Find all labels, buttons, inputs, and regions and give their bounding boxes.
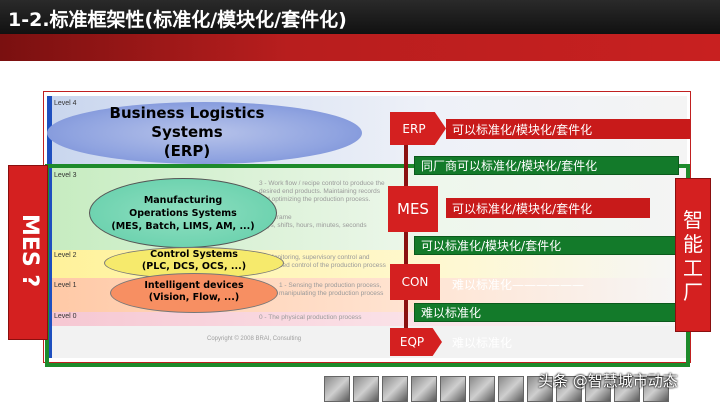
mes-scope-frame [45,164,690,367]
con-statement: 难以标准化—————— [452,278,585,292]
erp-ellipse [47,102,362,164]
erp-tag: ERP [390,112,446,145]
smart-factory-label: 智能工厂 [683,208,703,304]
level-3-label: Level 3 [54,172,77,179]
erp-ellipse-text: Business Logistics Systems (ERP) [109,104,265,160]
equipment-thumbnail [353,376,379,402]
mes-tag: MES [388,186,438,232]
device-statement: 难以标准化 [414,303,679,322]
con-eqp-connector [404,300,408,328]
equipment-thumbnail-strip [324,376,669,402]
level-1-label: Level 1 [54,282,77,289]
intelligent-devices-ellipse [110,273,278,313]
mes-ellipse [89,178,277,248]
control-statement: 可以标准化/模块化/套件化 [414,236,679,255]
mes-question-label: MES ? [17,214,42,288]
con-tag: CON [390,264,440,300]
mes-con-connector [404,232,408,264]
equipment-thumbnail [614,376,640,402]
equipment-thumbnail [643,376,669,402]
watermark: 头条 @智慧城市动态 [538,372,678,390]
equipment-thumbnail [527,376,553,402]
eqp-tag: EQP [390,328,442,356]
equipment-thumbnail [382,376,408,402]
level-0-description: 0 - The physical production process [259,314,362,321]
level-2-description: 2 - Monitoring, supervisory control and … [259,254,386,269]
intelligent-devices-text: Intelligent devices (Vision, Flow, ...) [144,280,244,303]
erp-statement: 可以标准化/模块化/套件化 [446,119,690,139]
level-1-description: 1 - Sensing the production process, mani… [279,282,384,297]
mes-statement: 可以标准化/模块化/套件化 [446,198,650,218]
smart-factory-panel [675,178,711,332]
eqp-statement: 难以标准化 [452,336,513,350]
level-3-description: 3 - Work flow / recipe control to produc… [259,180,385,203]
equipment-thumbnail [324,376,350,402]
equipment-thumbnail [469,376,495,402]
equipment-thumbnail [585,376,611,402]
erp-mes-connector [404,145,408,186]
control-systems-text: Control Systems (PLC, DCS, OCS, ...) [141,249,247,272]
mes-question-panel [8,165,48,340]
equipment-thumbnail [411,376,437,402]
header-accent-band [0,34,720,61]
slide-title: 1-2.标准框架性(标准化/模块化/套件化) [8,9,347,31]
slide-header: 1-2.标准框架性(标准化/模块化/套件化) [0,0,720,34]
level-4-label: Level 4 [54,100,77,107]
equipment-thumbnail [440,376,466,402]
diagram-left-bar [47,96,52,358]
diagram-copyright: Copyright © 2008 BRAI, Consulting [207,336,302,342]
equipment-thumbnail [556,376,582,402]
level-0-label: Level 0 [54,313,77,320]
mes-ellipse-text: Manufacturing Operations Systems (MES, B… [111,195,255,232]
same-vendor-statement: 同厂商可以标准化/模块化/套件化 [414,156,679,175]
level-2-label: Level 2 [54,252,77,259]
equipment-thumbnail [498,376,524,402]
